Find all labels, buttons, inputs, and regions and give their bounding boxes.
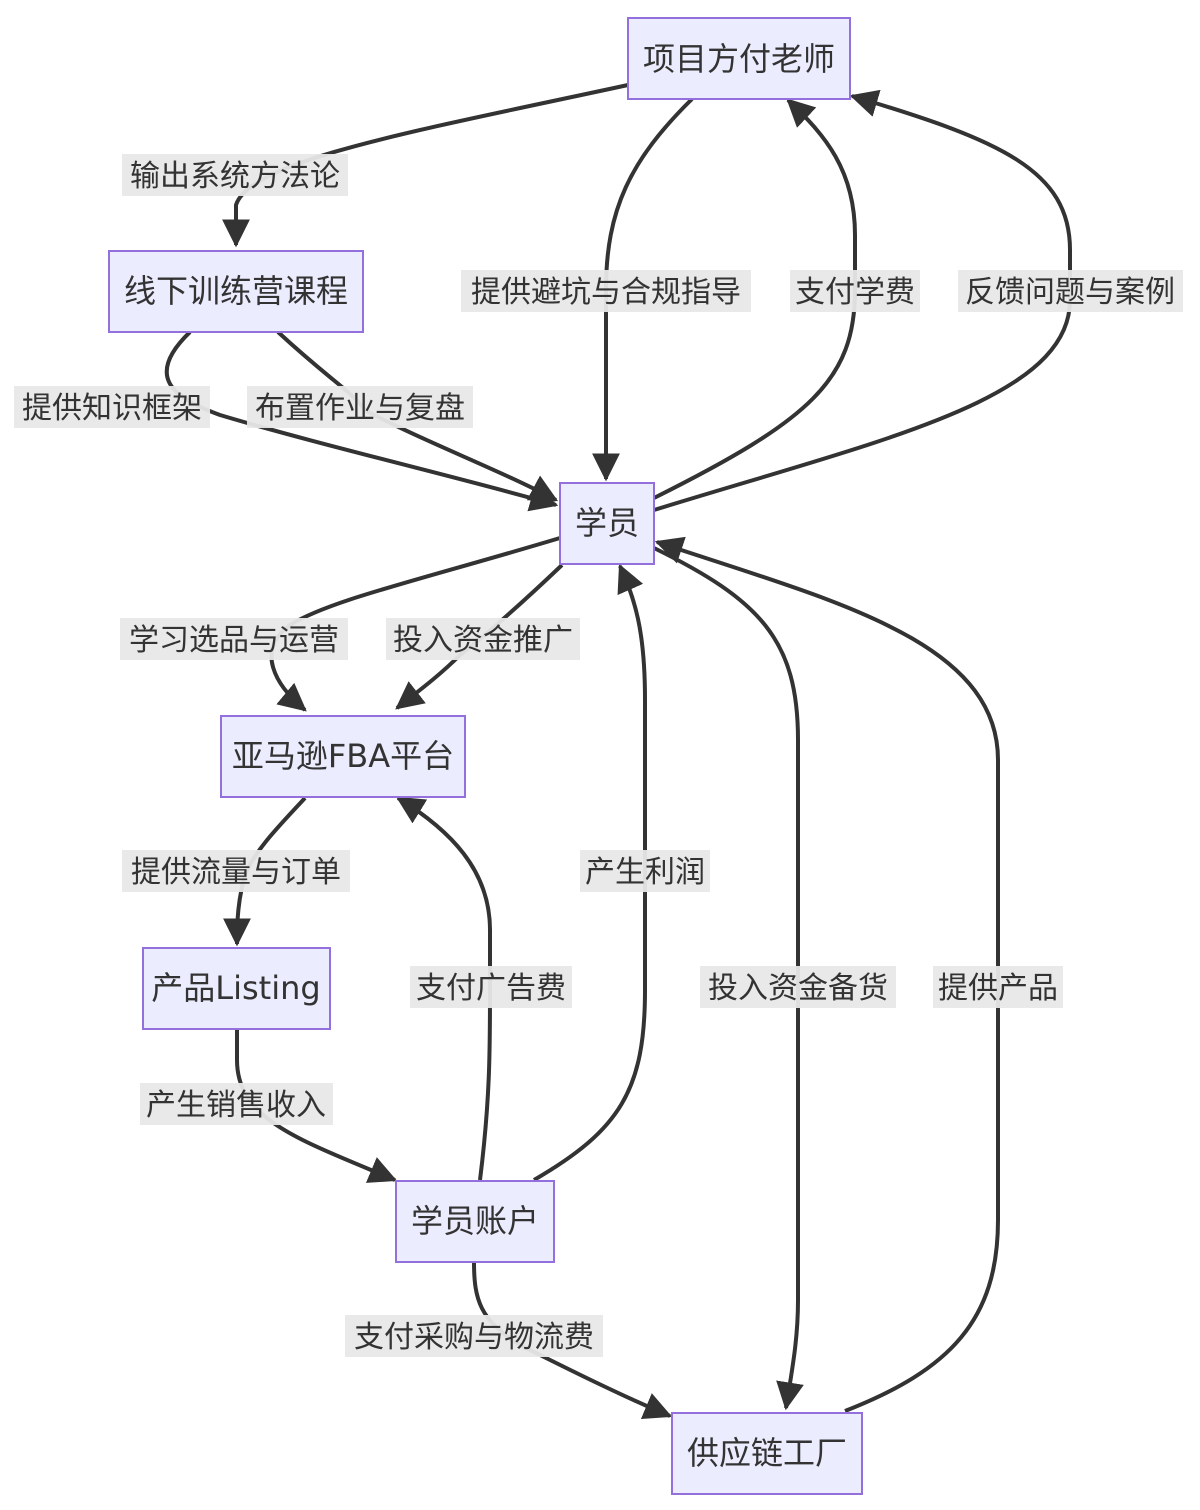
svg-text:反馈问题与案例: 反馈问题与案例: [965, 275, 1175, 310]
node-teacher[interactable]: 项目方付老师: [627, 17, 851, 100]
node-listing[interactable]: 产品Listing: [142, 947, 331, 1030]
svg-text:项目方付老师: 项目方付老师: [643, 40, 835, 78]
label-camp-student-kf: 提供知识框架: [14, 386, 210, 428]
label-student-amazon-learn: 学习选品与运营: [120, 618, 348, 660]
svg-text:产生销售收入: 产生销售收入: [146, 1088, 326, 1123]
svg-text:支付采购与物流费: 支付采购与物流费: [354, 1320, 594, 1355]
edge-student-teacher-feedback: [653, 89, 1072, 512]
svg-text:产生利润: 产生利润: [585, 855, 705, 890]
svg-text:提供流量与订单: 提供流量与订单: [131, 855, 341, 890]
svg-text:学员账户: 学员账户: [411, 1202, 539, 1240]
svg-text:产品Listing: 产品Listing: [151, 969, 320, 1007]
svg-text:投入资金备货: 投入资金备货: [708, 971, 888, 1006]
svg-text:供应链工厂: 供应链工厂: [687, 1434, 847, 1472]
svg-text:布置作业与复盘: 布置作业与复盘: [255, 391, 465, 426]
label-camp-student-hw: 布置作业与复盘: [247, 386, 473, 428]
node-student[interactable]: 学员: [559, 482, 655, 565]
label-account-student: 产生利润: [580, 850, 710, 892]
svg-text:学习选品与运营: 学习选品与运营: [129, 623, 339, 658]
label-student-factory: 投入资金备货: [700, 966, 896, 1008]
svg-text:支付广告费: 支付广告费: [416, 971, 566, 1006]
label-student-teacher-fee: 支付学费: [790, 270, 920, 312]
svg-text:提供知识框架: 提供知识框架: [22, 391, 202, 426]
node-factory[interactable]: 供应链工厂: [671, 1412, 863, 1495]
svg-text:亚马逊FBA平台: 亚马逊FBA平台: [232, 737, 454, 775]
svg-text:线下训练营课程: 线下训练营课程: [124, 272, 348, 310]
label-account-amazon: 支付广告费: [410, 966, 572, 1008]
label-listing-account: 产生销售收入: [140, 1083, 333, 1125]
svg-text:学员: 学员: [575, 504, 639, 542]
edge-account-student: [532, 563, 647, 1182]
svg-text:提供避坑与合规指导: 提供避坑与合规指导: [471, 275, 741, 310]
svg-text:提供产品: 提供产品: [938, 971, 1058, 1006]
edge-account-amazon: [396, 796, 492, 1181]
svg-text:支付学费: 支付学费: [795, 275, 915, 310]
node-camp[interactable]: 线下训练营课程: [108, 250, 364, 333]
label-student-amazon-fund: 投入资金推广: [386, 618, 580, 660]
edge-factory-student: [654, 536, 1000, 1413]
label-student-teacher-feedback: 反馈问题与案例: [958, 270, 1183, 312]
node-account[interactable]: 学员账户: [395, 1180, 555, 1263]
svg-text:输出系统方法论: 输出系统方法论: [130, 159, 340, 194]
label-teacher-camp: 输出系统方法论: [122, 154, 348, 196]
label-factory-student: 提供产品: [933, 966, 1063, 1008]
label-teacher-student: 提供避坑与合规指导: [461, 270, 751, 312]
svg-text:投入资金推广: 投入资金推广: [393, 623, 573, 658]
node-amazon[interactable]: 亚马逊FBA平台: [220, 715, 466, 798]
edge-student-factory: [653, 546, 804, 1411]
label-amazon-listing: 提供流量与订单: [122, 850, 350, 892]
label-account-factory: 支付采购与物流费: [345, 1315, 603, 1357]
